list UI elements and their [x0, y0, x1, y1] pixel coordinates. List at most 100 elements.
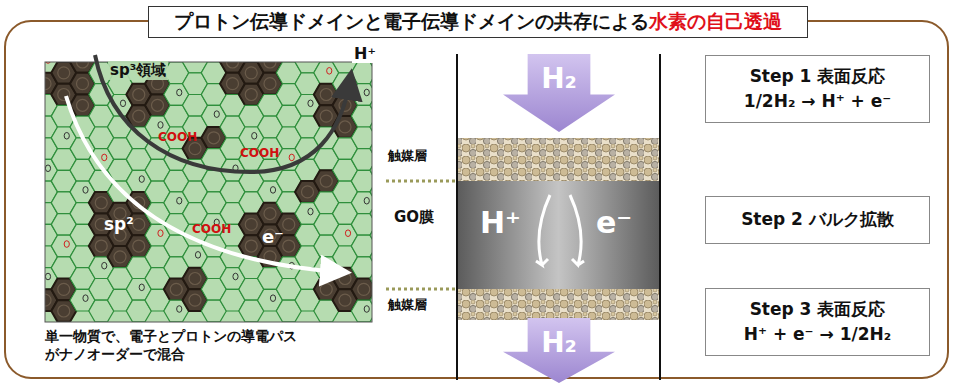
hexagon-shade [189, 273, 201, 285]
boundary-dots [386, 288, 456, 291]
hexagon-shade [245, 67, 257, 79]
electron-path-arrow [66, 96, 340, 272]
sp2-hexagon [351, 127, 372, 149]
hexagon-shade [320, 110, 332, 122]
catalyst-layer-bottom [458, 288, 659, 320]
hexagon-shade [95, 240, 107, 252]
hexagon-shade [133, 88, 145, 100]
step-box: Step 1 表面反応1/2H₂ → H⁺ + e⁻ [705, 55, 930, 123]
region-label: sp² [104, 214, 134, 234]
hexagon-shade [133, 218, 145, 230]
hexagon-shade [283, 218, 295, 230]
oxygen-group [364, 306, 369, 313]
oxygen-group [345, 230, 350, 237]
oxygen-group [158, 230, 163, 237]
hexagon-shade [77, 62, 89, 68]
go-membrane: H⁺ e⁻ [458, 181, 659, 289]
oxygen-group [139, 284, 144, 291]
oxygen-group [139, 176, 144, 183]
step-heading: Step 2 バルク拡散 [741, 207, 894, 233]
hexagon-shade [339, 121, 351, 133]
sp2-hexagon [351, 84, 372, 106]
hexagon-shade [339, 273, 351, 285]
functional-group: COOH [240, 146, 279, 160]
hexagon-shade [245, 88, 257, 100]
oxygen-group [83, 187, 88, 194]
proton-diffusion-arrow [536, 195, 550, 265]
hexagon-shade [283, 240, 295, 252]
step-box: Step 2 バルク拡散 [705, 196, 930, 244]
oxygen-group [308, 208, 313, 215]
hexagon-shade [227, 78, 239, 90]
electron-diffusion-arrow [570, 195, 584, 265]
sp2-hexagon [351, 235, 372, 257]
oxygen-group [64, 132, 69, 139]
hexagon-shade [133, 110, 145, 122]
title-box: プロトン伝導ドメインと電子伝導ドメインの共存による水素の自己透過 [148, 6, 808, 38]
caption-note: 単一物質で、電子とプロトンの導電パス がナノオーダーで混合 [45, 327, 307, 363]
oxygen-group [177, 89, 182, 96]
oxygen-group [364, 197, 369, 204]
boundary-dots [386, 180, 456, 183]
electron-symbol: e⁻ [596, 205, 632, 240]
hexagon-shade [208, 132, 220, 144]
oxygen-group [64, 241, 69, 248]
layer-label: 触媒層 [388, 296, 427, 314]
oxygen-group [233, 273, 238, 280]
oxygen-group [214, 111, 219, 118]
proton-path-arrow [95, 55, 350, 172]
title-text: プロトン伝導ドメインと電子伝導ドメインの共存による [174, 9, 649, 35]
arrow-body [503, 318, 615, 383]
oxygen-group [327, 68, 332, 75]
step-heading: Step 3 表面反応 [750, 297, 886, 323]
hexagon-shade [170, 283, 182, 295]
hexagon-shade [95, 197, 107, 209]
hexagon-shade [227, 62, 239, 68]
oxygen-group [308, 100, 313, 107]
hexagon-shade [114, 251, 126, 263]
proton-label: H⁺ [352, 44, 378, 63]
hexagon-shade [320, 283, 332, 295]
gas-label: H₂ [503, 62, 615, 95]
outer-frame [5, 21, 948, 378]
layer-label: 触媒層 [388, 147, 427, 165]
sp2-hexagon [351, 192, 372, 214]
sp2-hexagon [351, 214, 372, 236]
hexagon-shade [77, 99, 89, 111]
hexagon-shade [245, 240, 257, 252]
cell-wall [659, 54, 661, 380]
proton-symbol: H⁺ [480, 205, 521, 240]
sp3-hexagon [351, 279, 372, 301]
sp2-hexagon [351, 105, 372, 127]
sp2-hexagon [351, 257, 372, 279]
hexagon-shade [302, 186, 314, 198]
oxygen-group [158, 122, 163, 129]
hexagon-shade [264, 62, 276, 68]
oxygen-group [289, 154, 294, 161]
layer-label: GO膜 [394, 208, 434, 227]
hexagon-shade [152, 99, 164, 111]
oxygen-group [45, 165, 50, 172]
hydrogen-inflow-arrow: H₂ [503, 54, 615, 132]
reaction-equation: H⁺ + e⁻ → 1/2H₂ [744, 322, 891, 348]
reaction-equation: 1/2H₂ → H⁺ + e⁻ [744, 89, 891, 115]
hexagon-shade [320, 88, 332, 100]
oxygen-group [45, 273, 50, 280]
hexagon-shade [320, 175, 332, 187]
hydrogen-outflow-arrow: H₂ [503, 318, 615, 383]
oxygen-group [195, 252, 200, 259]
functional-group: COOH [192, 222, 231, 236]
oxygen-group [270, 295, 275, 302]
hexagon-shade [58, 305, 70, 317]
oxygen-group [102, 262, 107, 269]
functional-group: COOH [158, 130, 197, 144]
hexagon-shade [58, 67, 70, 79]
hexagon-shade [133, 240, 145, 252]
sp2-hexagon [351, 300, 372, 322]
step-box: Step 3 表面反応H⁺ + e⁻ → 1/2H₂ [705, 288, 930, 356]
hexagon-shade [264, 78, 276, 90]
hexagon-shade [358, 283, 370, 295]
hexagon-shade [264, 208, 276, 220]
sp2-hexagon [351, 170, 372, 192]
oxygen-group [83, 295, 88, 302]
